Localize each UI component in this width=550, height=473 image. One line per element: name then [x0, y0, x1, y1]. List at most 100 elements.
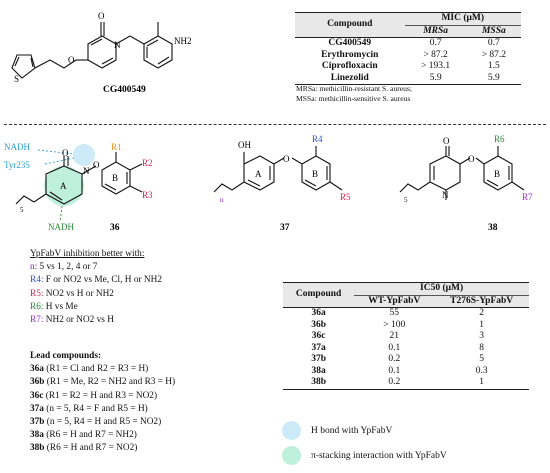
legend-hbond-label: H bond with YpFabV: [311, 425, 393, 436]
lead-36a: 36a (R1 = Cl and R2 = R3 = H): [30, 364, 149, 375]
lead-36b: 36b (R1 = Me, R2 = NH2 and R3 = H): [30, 377, 176, 388]
cg400549-label: CG400549: [103, 85, 146, 95]
r7-38: R7: [522, 192, 533, 202]
r2-36: R2: [142, 158, 153, 168]
lead-37a: 37a (n = 5, R4 = F and R5 = H): [30, 403, 148, 414]
n-36: N: [83, 166, 90, 176]
r1-36: R1: [111, 142, 122, 152]
legend-pistack-label: π-stacking interaction with YpFabV: [311, 450, 447, 461]
table-row: 37a: [311, 342, 326, 353]
label-36: 36: [110, 223, 120, 233]
table-row: Ciprofloxacin: [321, 61, 378, 71]
chain-sub-37: n: [220, 196, 224, 204]
ic50-sub-wt: WT-YpFabV: [354, 295, 435, 308]
sar-line-r5: R5: NO2 vs H or NH2: [30, 288, 114, 299]
table-cell: 0.3: [475, 365, 488, 376]
table-row: 36a: [311, 308, 326, 318]
table-row: CG400549: [328, 38, 372, 48]
lead-compounds: Lead compounds: 36a (R1 = Cl and R2 = R3…: [30, 350, 175, 456]
lead-38b: 38b (R6 = H and R7 = NO2): [30, 443, 138, 454]
label-38: 38: [488, 223, 498, 233]
o-37: O: [283, 154, 290, 164]
r5-37: R5: [340, 192, 351, 202]
table-cell: 3: [479, 331, 485, 341]
mic-header-compound: Compound: [295, 12, 405, 38]
table-cell: 1.5: [487, 61, 500, 71]
table-row: 36b: [311, 319, 326, 330]
n-38: N: [442, 190, 449, 200]
chain-sub-38: 5: [404, 196, 408, 204]
oh-37: OH: [238, 140, 251, 150]
table-cell: 0.2: [388, 354, 401, 364]
section-divider: [4, 124, 546, 125]
table-cell: 0.1: [388, 365, 401, 376]
table-cell: 55: [389, 308, 400, 318]
o-38: O: [468, 154, 475, 164]
ring-b-38: B: [494, 169, 500, 179]
cg400549-structure: S O O N NH2 CG400549: [11, 11, 192, 95]
table-cell: 1: [479, 319, 485, 330]
tyr235-label: Tyr235: [4, 160, 30, 170]
table-cell: > 87.2: [481, 49, 507, 60]
mic-sub-mssa: MSSa: [466, 25, 521, 38]
pyridinone-n-label: N: [114, 40, 121, 50]
sar-line-r7: R7: NH2 or NO2 vs H: [30, 314, 114, 325]
nh2-label: NH2: [174, 36, 192, 46]
table-cell: 0.1: [388, 342, 401, 353]
ic50-header-ic50: IC50 (μM): [354, 282, 529, 296]
lead-36c: 36c (R1 = R2 = H and R3 = NO2): [30, 390, 158, 401]
table-cell: 21: [389, 331, 400, 341]
ic50-header-compound: Compound: [283, 282, 355, 308]
table-row: Linezolid: [330, 72, 369, 83]
ring-b-36: B: [112, 173, 118, 183]
table-row: Erythromycin: [321, 49, 379, 60]
ic50-sub-mut: T276S-YpFabV: [434, 295, 529, 308]
mic-note-1: MRSa: methicillin-resistant S. aureus;: [296, 84, 413, 93]
sar-line-r4: R4: F or NO2 vs Me, Cl, H or NH2: [30, 275, 162, 286]
nadh-top-label: NADH: [4, 142, 30, 152]
ring-a-36: A: [60, 181, 67, 191]
ic50-table: Compound IC50 (μM) WT-YpFabV T276S-YpFab…: [283, 282, 529, 390]
lead-37b: 37b (n = 5, R4 = H and R5 = NO2): [30, 416, 162, 427]
chain-sub-36: 5: [20, 206, 24, 214]
legend-hbond: H bond with YpFabV: [282, 421, 392, 440]
table-cell: 5.9: [429, 72, 442, 83]
scaffold-38-structure: O N O B R6 R7 5 38: [399, 134, 533, 233]
label-37: 37: [280, 223, 290, 233]
r3-36: R3: [142, 190, 153, 200]
o-38-carbonyl: O: [443, 136, 450, 146]
table-cell: > 100: [383, 319, 406, 330]
table-row: 38a: [311, 365, 326, 376]
r4-37: R4: [312, 134, 323, 144]
table-cell: 5.9: [487, 72, 500, 83]
r6-38: R6: [494, 134, 505, 144]
table-cell: 8: [479, 342, 485, 353]
carbonyl-o-label: O: [98, 11, 105, 21]
o-36: O: [93, 160, 100, 170]
lead-38a: 38a (R6 = H and R7 = NH2): [30, 430, 137, 441]
table-cell: 0.2: [388, 377, 401, 387]
table-cell: 5: [479, 354, 485, 364]
scaffold-37-structure: OH O A B R4 R5 n 37: [213, 134, 351, 233]
legend-hbond-swatch: [282, 421, 301, 440]
scaffold-36-structure: NADH Tyr235 O N O A B R1 R2 R3 5 NADH 36: [4, 142, 153, 233]
table-cell: 1: [479, 377, 485, 387]
ether-o-label: O: [68, 55, 75, 65]
legend-pistack: π-stacking interaction with YpFabV: [282, 446, 447, 465]
table-row: 37b: [311, 354, 326, 364]
mic-header-mic: MIC (μM): [404, 12, 521, 26]
ring-a-37: A: [255, 169, 262, 179]
ring-b-37: B: [312, 169, 318, 179]
mic-note-2: MSSa: methicillin-sensitive S. aureus: [296, 94, 411, 103]
table-cell: 0.7: [429, 38, 442, 48]
table-cell: > 87.2: [423, 49, 448, 60]
sar-title: YpFabV inhibition better with:: [30, 249, 145, 259]
sar-line-r6: R6: H vs Me: [30, 301, 78, 312]
mic-sub-mrsa: MRSa: [404, 25, 467, 38]
lead-title: Lead compounds:: [30, 351, 102, 361]
legend-pistack-swatch: [282, 446, 301, 465]
table-cell: > 193.1: [421, 61, 451, 71]
table-row: 36c: [311, 331, 326, 341]
sar-section: YpFabV inhibition better with: n: 5 vs 1…: [30, 248, 162, 327]
